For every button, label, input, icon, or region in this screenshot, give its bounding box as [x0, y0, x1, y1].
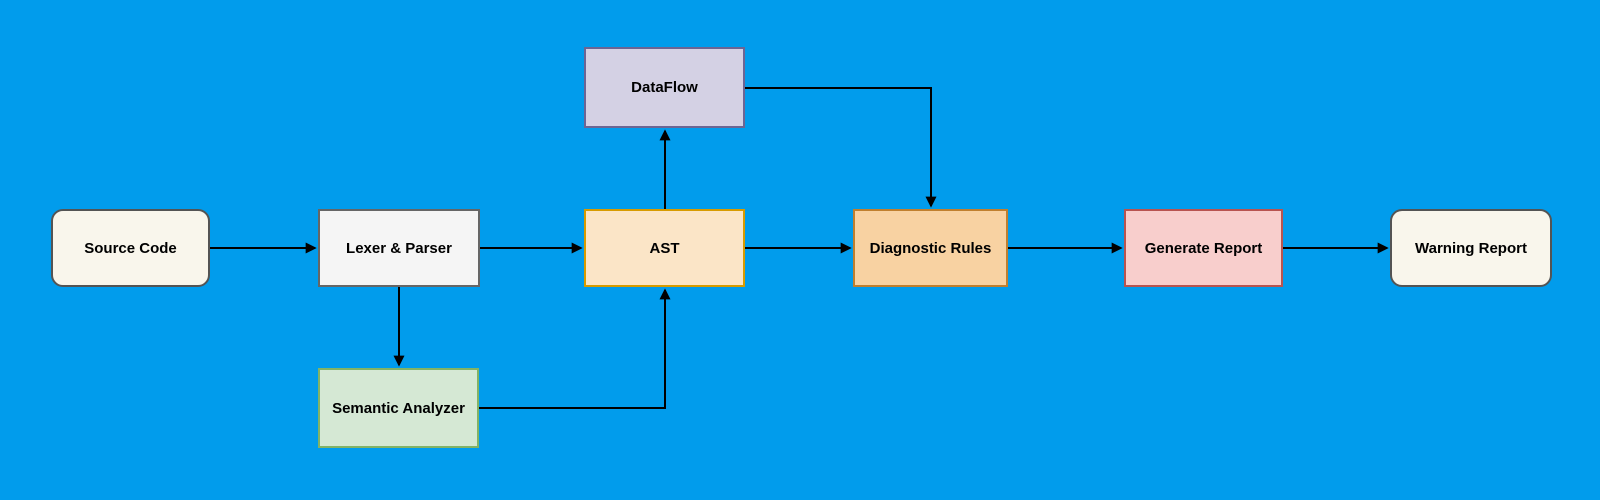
node-semantic-analyzer-label: Semantic Analyzer: [332, 399, 465, 417]
node-ast-label: AST: [649, 239, 680, 257]
node-warning-report[interactable]: Warning Report: [1390, 209, 1552, 287]
node-warning-report-label: Warning Report: [1415, 239, 1527, 257]
node-lexer-parser[interactable]: Lexer & Parser: [318, 209, 480, 287]
node-source-code-label: Source Code: [84, 239, 177, 257]
edge-dataflow-to-diagnostic-rules: [745, 87, 937, 208]
node-dataflow-label: DataFlow: [631, 79, 698, 96]
node-dataflow[interactable]: DataFlow: [584, 47, 745, 128]
node-semantic-analyzer[interactable]: Semantic Analyzer: [318, 368, 479, 448]
node-diagnostic-rules-label: Diagnostic Rules: [869, 239, 992, 257]
node-ast[interactable]: AST: [584, 209, 745, 287]
node-generate-report-label: Generate Report: [1144, 239, 1263, 257]
node-diagnostic-rules[interactable]: Diagnostic Rules: [853, 209, 1008, 287]
edge-semantic-analyzer-to-ast: [479, 288, 671, 409]
node-generate-report[interactable]: Generate Report: [1124, 209, 1283, 287]
node-lexer-parser-label: Lexer & Parser: [346, 239, 452, 257]
node-source-code[interactable]: Source Code: [51, 209, 210, 287]
